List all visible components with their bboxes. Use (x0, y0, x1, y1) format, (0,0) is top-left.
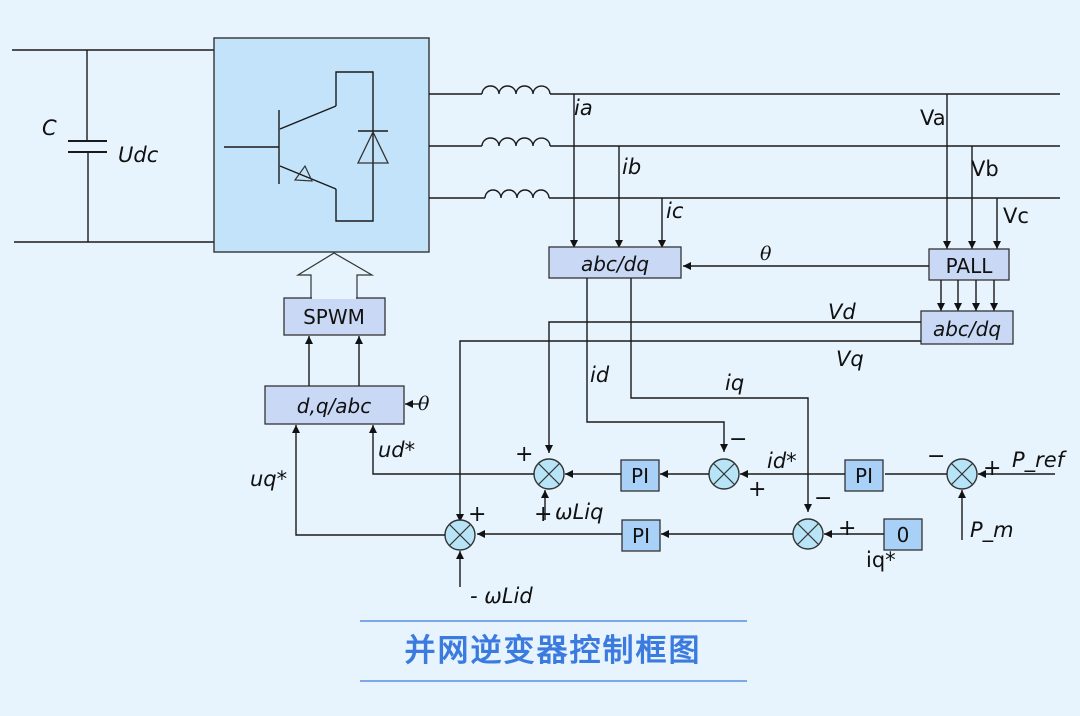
udc-label: Udc (118, 143, 159, 167)
id-line (586, 278, 728, 452)
iq-ref-label: iq* (866, 548, 896, 572)
ia-label: ia (574, 96, 593, 120)
inverter-block (213, 37, 430, 253)
q-current-plus-sign: + (838, 516, 856, 541)
va-label: Va (920, 106, 946, 130)
dq-abc-block (264, 385, 405, 425)
pll-to-abc-dq-arrows (937, 280, 998, 311)
dc-bus (12, 49, 215, 243)
pi-q-current-label: PI (632, 524, 650, 548)
uq-ref-line (292, 425, 445, 536)
abc-dq-current-block (548, 246, 682, 279)
ud-ref-line (369, 425, 534, 475)
ud-ref-label: ud* (378, 438, 415, 462)
iq-ref-const-label: 0 (897, 523, 910, 547)
pi-power-block (844, 459, 884, 492)
pi-d-current-label: PI (631, 464, 649, 488)
q-voltage-plus-sign: + (468, 502, 486, 527)
pll-block (928, 248, 1010, 281)
current-feedback (570, 94, 666, 248)
vq-line (456, 340, 921, 522)
capacitor-label: C (42, 116, 57, 140)
ib-label: ib (622, 155, 641, 179)
q-current-summing-junction (792, 518, 824, 550)
d-voltage-summing-junction (533, 458, 565, 490)
voltage-feedback (943, 94, 1001, 249)
igbt-icon (224, 71, 374, 222)
vc-label: Vc (1003, 204, 1029, 228)
d-current-summing-junction (708, 458, 740, 490)
pi-q-current-block (621, 519, 661, 552)
wlid-label: - ωLid (470, 584, 533, 608)
vd-label: Vd (828, 300, 856, 324)
capacitor-icon (68, 140, 107, 153)
vd-line (545, 321, 921, 453)
abc-dq-current-label: abc/dq (581, 252, 649, 276)
theta-input-label: θ (418, 393, 430, 415)
p-ref-label: P_ref (1012, 448, 1068, 473)
ic-label: ic (666, 199, 684, 223)
uq-ref-label: uq* (250, 467, 287, 491)
d-current-minus-sign: − (729, 427, 747, 452)
diode-icon (356, 130, 390, 164)
theta-label: θ (760, 243, 772, 265)
pi-d-current-block (620, 459, 660, 492)
abc-dq-voltage-block (920, 310, 1014, 345)
dq-abc-label: d,q/abc (297, 394, 371, 418)
vq-label: Vq (836, 347, 864, 371)
power-summing-junction (946, 458, 978, 490)
power-plus-sign: + (983, 456, 1001, 481)
pi-power-label: PI (855, 464, 873, 488)
q-current-minus-sign: − (814, 486, 832, 511)
wliq-label: ωLiq (555, 500, 603, 524)
power-minus-sign: − (927, 444, 945, 469)
gate-signal-arrow-icon (295, 252, 375, 299)
spwm-label: SPWM (303, 305, 365, 329)
iq-ref-const-block (883, 518, 923, 551)
wliq-plus-sign: + (534, 502, 552, 527)
iq-line (630, 278, 812, 512)
iq-label: iq (725, 371, 744, 395)
pll-label: PALL (946, 254, 994, 278)
vb-label: Vb (971, 157, 999, 181)
abc-dq-voltage-label: abc/dq (933, 317, 1001, 341)
diagram-title: 并网逆变器控制框图 (405, 633, 702, 669)
p-m-label: P_m (970, 518, 1014, 543)
d-current-plus-sign: + (748, 477, 766, 502)
d-voltage-plus-sign: + (515, 442, 533, 467)
id-ref-label: id* (767, 449, 797, 473)
phase-lines (429, 85, 1060, 199)
id-label: id (590, 363, 610, 387)
